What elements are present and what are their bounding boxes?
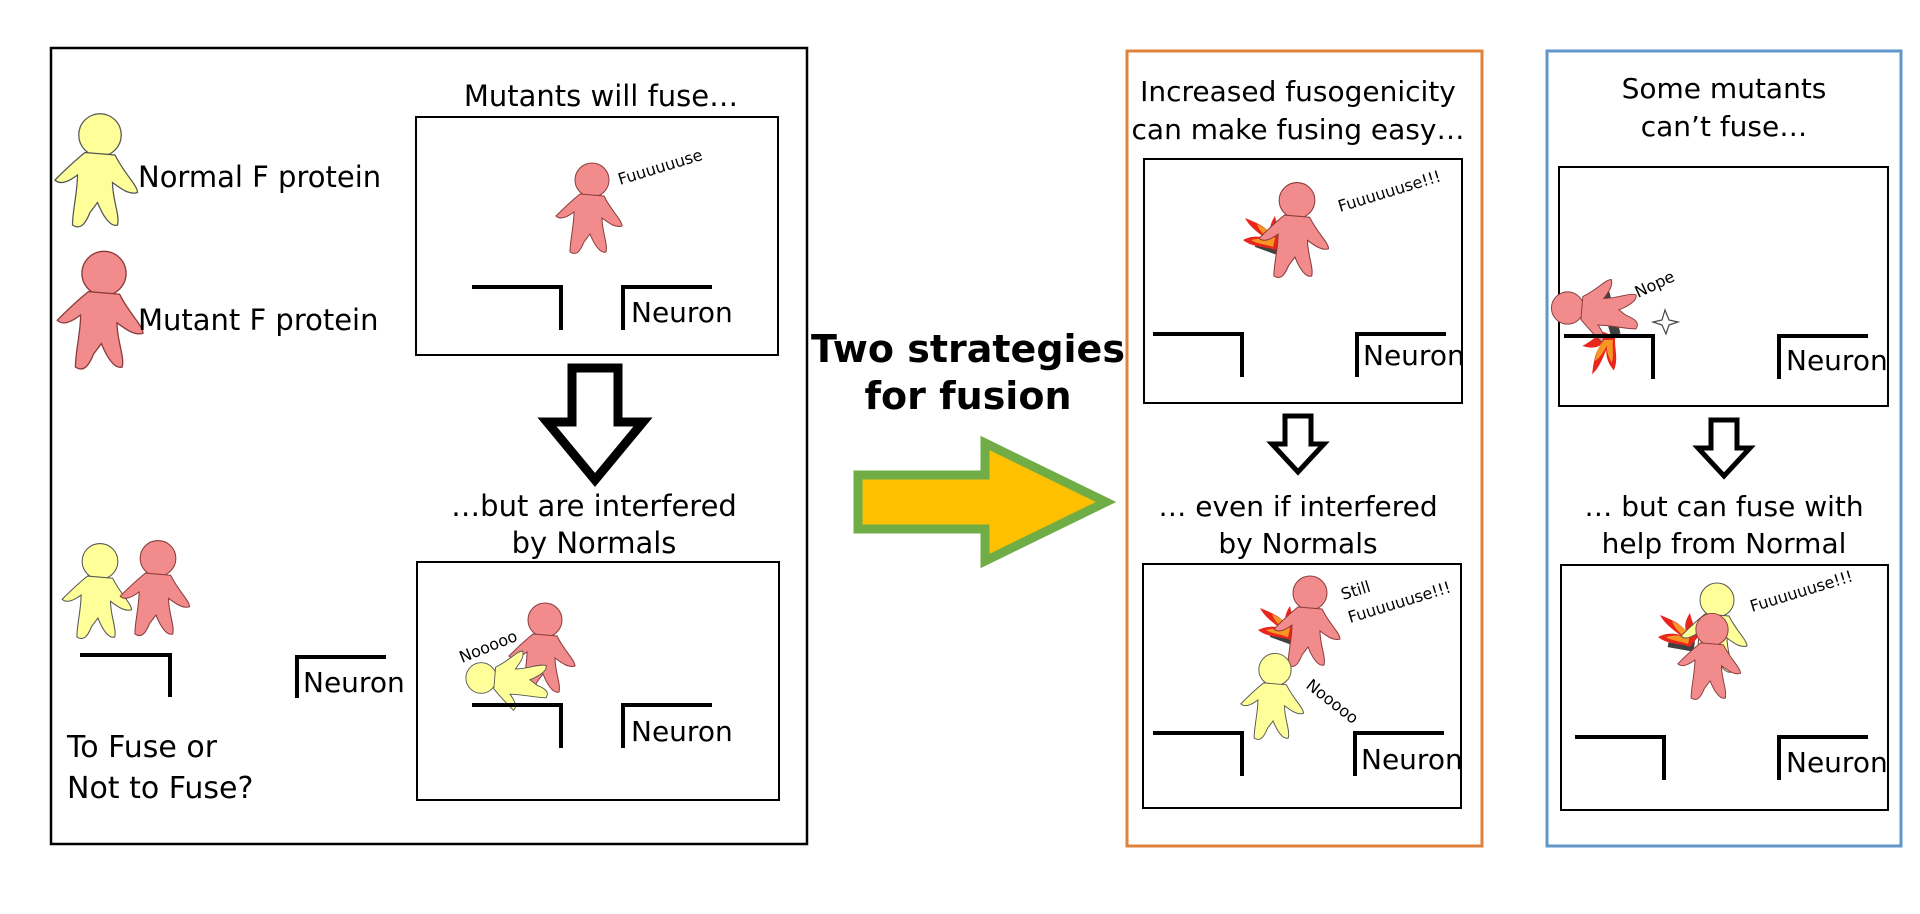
mutant-protein-legend-label: Mutant F protein: [138, 303, 379, 337]
neuron-label: Neuron: [303, 666, 405, 699]
nope-speech: Nope: [1632, 267, 1678, 302]
fusogenicity-caption-line-1: Increased fusogenicity: [1140, 75, 1456, 108]
mutant-protein-legend-icon: [56, 250, 144, 370]
right-arrow-icon: [853, 435, 1117, 569]
cell-membrane-ledge: [1564, 334, 1655, 379]
middle-section: Two strategies for fusion: [811, 327, 1125, 569]
fusogenicity-caption-line-2: can make fusing easy…: [1132, 113, 1465, 146]
neuron-membrane: [295, 655, 386, 698]
neuron-label: Neuron: [631, 715, 733, 748]
strategies-title-line-2: for fusion: [865, 374, 1072, 418]
neuron-membrane: [621, 703, 712, 748]
cell-membrane-ledge: [472, 285, 563, 330]
cell-membrane-ledge: [1575, 735, 1666, 780]
fallen-mutant-figure: [1550, 279, 1638, 343]
help-caption-line-2: help from Normal: [1602, 527, 1847, 560]
cell-membrane-ledge: [80, 653, 172, 697]
fusogenic-interfered-scene: [1142, 563, 1462, 809]
normal-protein-figure: [61, 543, 133, 640]
orange-panel-frame: [1125, 49, 1484, 848]
cell-membrane-ledge: [1153, 332, 1244, 377]
down-arrow-icon: [1692, 417, 1756, 480]
mutant-protein-figure: [119, 540, 191, 637]
blue-panel-frame: [1545, 49, 1903, 848]
mutants-fuse-caption: Mutants will fuse…: [464, 79, 738, 113]
fusing-mutant-figure: [555, 162, 623, 255]
question-line-1: To Fuse or: [66, 730, 218, 765]
neuron-label: Neuron: [1786, 344, 1888, 377]
sparkle-icon: [1650, 308, 1681, 336]
left-panel-frame: [49, 46, 809, 846]
neuron-label: Neuron: [1363, 339, 1465, 372]
fuse-speech: Fuuuuuuse!!!: [1748, 566, 1855, 615]
fusing-mutant-figure: [1273, 575, 1341, 668]
cant-fuse-scene: [1558, 166, 1889, 407]
fuse-speech: Fuuuuuuse: [616, 145, 705, 189]
cant-fuse-caption-line-2: can’t fuse…: [1641, 110, 1808, 143]
down-arrow-icon: [537, 363, 653, 488]
even-if-caption-line-1: … even if interfered: [1158, 490, 1437, 523]
neuron-membrane: [1777, 334, 1868, 379]
help-scene: [1560, 564, 1889, 811]
neuron-membrane: [1355, 332, 1446, 377]
still-speech: Still: [1339, 577, 1373, 604]
nooo-speech: Nooooo: [1303, 675, 1363, 727]
neuron-label: Neuron: [631, 296, 733, 329]
neuron-membrane: [621, 285, 712, 330]
down-arrow-icon: [1266, 413, 1330, 476]
mutants-fuse-scene: [415, 116, 779, 356]
orange-panel: Increased fusogenicity can make fusing e…: [1125, 49, 1484, 848]
neuron-label: Neuron: [1361, 743, 1463, 776]
interfered-caption-line-1: …but are interfered: [451, 489, 737, 523]
neuron-membrane: [1353, 731, 1444, 776]
fuse-speech: Fuuuuuuse!!!: [1336, 166, 1443, 215]
help-caption-line-1: … but can fuse with: [1584, 490, 1863, 523]
cant-fuse-caption-line-1: Some mutants: [1622, 72, 1827, 105]
interfered-caption-line-2: by Normals: [512, 526, 677, 560]
interfered-scene: [416, 561, 780, 801]
flame-torch-icon: [1258, 606, 1298, 645]
strategies-title-line-1: Two strategies: [811, 327, 1125, 371]
cell-membrane-ledge: [472, 703, 563, 748]
normal-protein-legend-label: Normal F protein: [138, 160, 381, 194]
fusogenic-scene: [1143, 158, 1463, 404]
neuron-membrane: [1777, 735, 1868, 780]
flame-torch-icon: [1243, 216, 1283, 255]
question-line-2: Not to Fuse?: [67, 771, 253, 806]
fusing-mutant-figure: [1258, 182, 1330, 279]
normal-protein-legend-icon: [54, 113, 139, 228]
blue-panel: Some mutants can’t fuse… Nope Neuron … b…: [1545, 49, 1903, 848]
neuron-label: Neuron: [1786, 746, 1888, 779]
even-if-caption-line-2: by Normals: [1218, 527, 1377, 560]
left-panel: Normal F protein Mutant F protein Neuron…: [49, 46, 809, 846]
flame-torch-icon: [1658, 613, 1698, 652]
cell-membrane-ledge: [1153, 731, 1244, 776]
